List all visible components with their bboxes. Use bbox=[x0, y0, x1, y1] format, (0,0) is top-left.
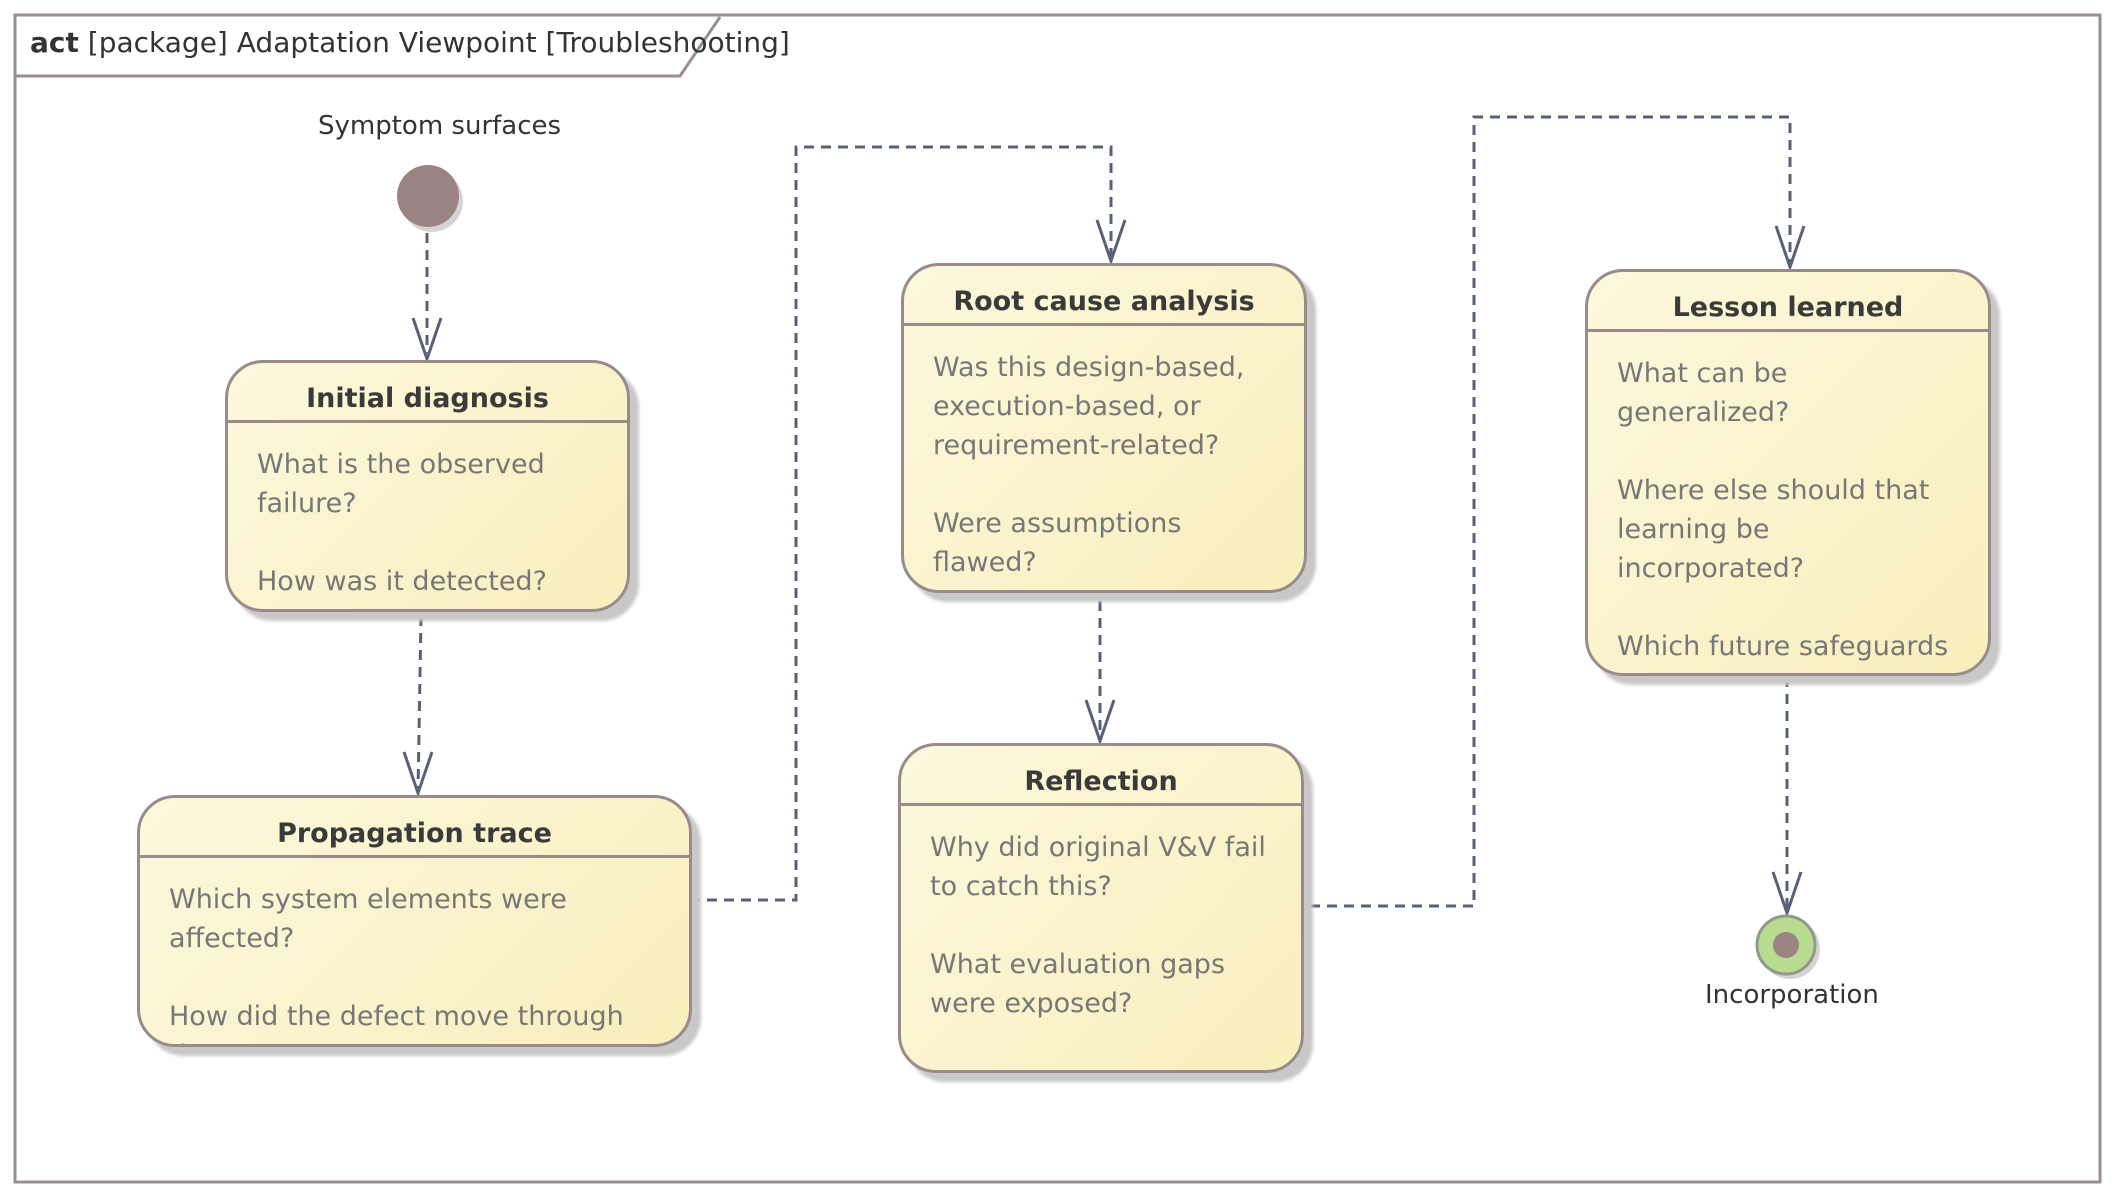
arrowhead bbox=[1771, 871, 1803, 918]
start-label: Symptom surfaces bbox=[318, 111, 562, 141]
activity-question: What is the observed failure? bbox=[257, 449, 545, 519]
activity-title: Reflection bbox=[901, 746, 1301, 806]
activity-question: What evaluation gaps were exposed? bbox=[930, 949, 1226, 1019]
activity-question: Was this design-based, execution-based, … bbox=[933, 352, 1245, 461]
start-node[interactable] bbox=[397, 165, 459, 227]
activity-body: Was this design-based, execution-based, … bbox=[904, 326, 1304, 582]
activity-title: Lesson learned bbox=[1588, 272, 1988, 332]
activity-question: Which future safeguards are now required… bbox=[1617, 631, 1949, 673]
activity-propagation-trace[interactable]: Propagation trace Which system elements … bbox=[137, 795, 692, 1047]
activity-title: Propagation trace bbox=[140, 798, 689, 858]
arrowhead bbox=[1084, 699, 1116, 746]
frame-title-text: [package] Adaptation Viewpoint [Troubles… bbox=[87, 26, 790, 59]
activity-body: What can be generalized? Where else shou… bbox=[1588, 332, 1988, 673]
activity-question: Where else should that learning be incor… bbox=[1617, 475, 1930, 584]
edge-propagation-trace-to-root-cause bbox=[690, 145, 1113, 902]
edges bbox=[416, 115, 1792, 912]
activity-body: What is the observed failure? How was it… bbox=[228, 423, 627, 601]
activity-body: Which system elements were affected? How… bbox=[140, 858, 689, 1044]
end-label: Incorporation bbox=[1705, 980, 1879, 1010]
activity-question: Were assumptions flawed? bbox=[933, 508, 1182, 578]
edge-initial-diagnosis-to-propagation-trace bbox=[416, 615, 423, 793]
activity-question: How did the defect move through them? bbox=[169, 1001, 624, 1044]
arrowhead bbox=[411, 317, 443, 364]
frame-tab bbox=[15, 16, 722, 78]
activity-question: Why did original V&V fail to catch this? bbox=[930, 832, 1266, 902]
frame-keyword: act bbox=[30, 26, 79, 59]
activity-lesson-learned[interactable]: Lesson learned What can be generalized? … bbox=[1585, 269, 1991, 676]
activity-body: Why did original V&V fail to catch this?… bbox=[901, 806, 1301, 1023]
activity-question: What can be generalized? bbox=[1617, 358, 1790, 428]
arrowhead bbox=[1095, 219, 1127, 266]
arrowhead bbox=[402, 751, 434, 798]
edge-reflection-to-lesson-learned bbox=[1310, 115, 1792, 908]
arrowheads bbox=[402, 219, 1806, 918]
activity-title: Root cause analysis bbox=[904, 266, 1304, 326]
activity-title: Initial diagnosis bbox=[228, 363, 627, 423]
activity-reflection[interactable]: Reflection Why did original V&V fail to … bbox=[898, 743, 1304, 1073]
end-node-core bbox=[1773, 932, 1799, 958]
activity-question: How was it detected? bbox=[257, 566, 547, 597]
activity-initial-diagnosis[interactable]: Initial diagnosis What is the observed f… bbox=[225, 360, 630, 612]
activity-root-cause-analysis[interactable]: Root cause analysis Was this design-base… bbox=[901, 263, 1307, 593]
frame-title: act [package] Adaptation Viewpoint [Trou… bbox=[30, 26, 790, 59]
diagram-frame bbox=[13, 13, 2102, 1184]
arrowhead bbox=[1774, 225, 1806, 272]
activity-question: Which system elements were affected? bbox=[169, 884, 567, 954]
